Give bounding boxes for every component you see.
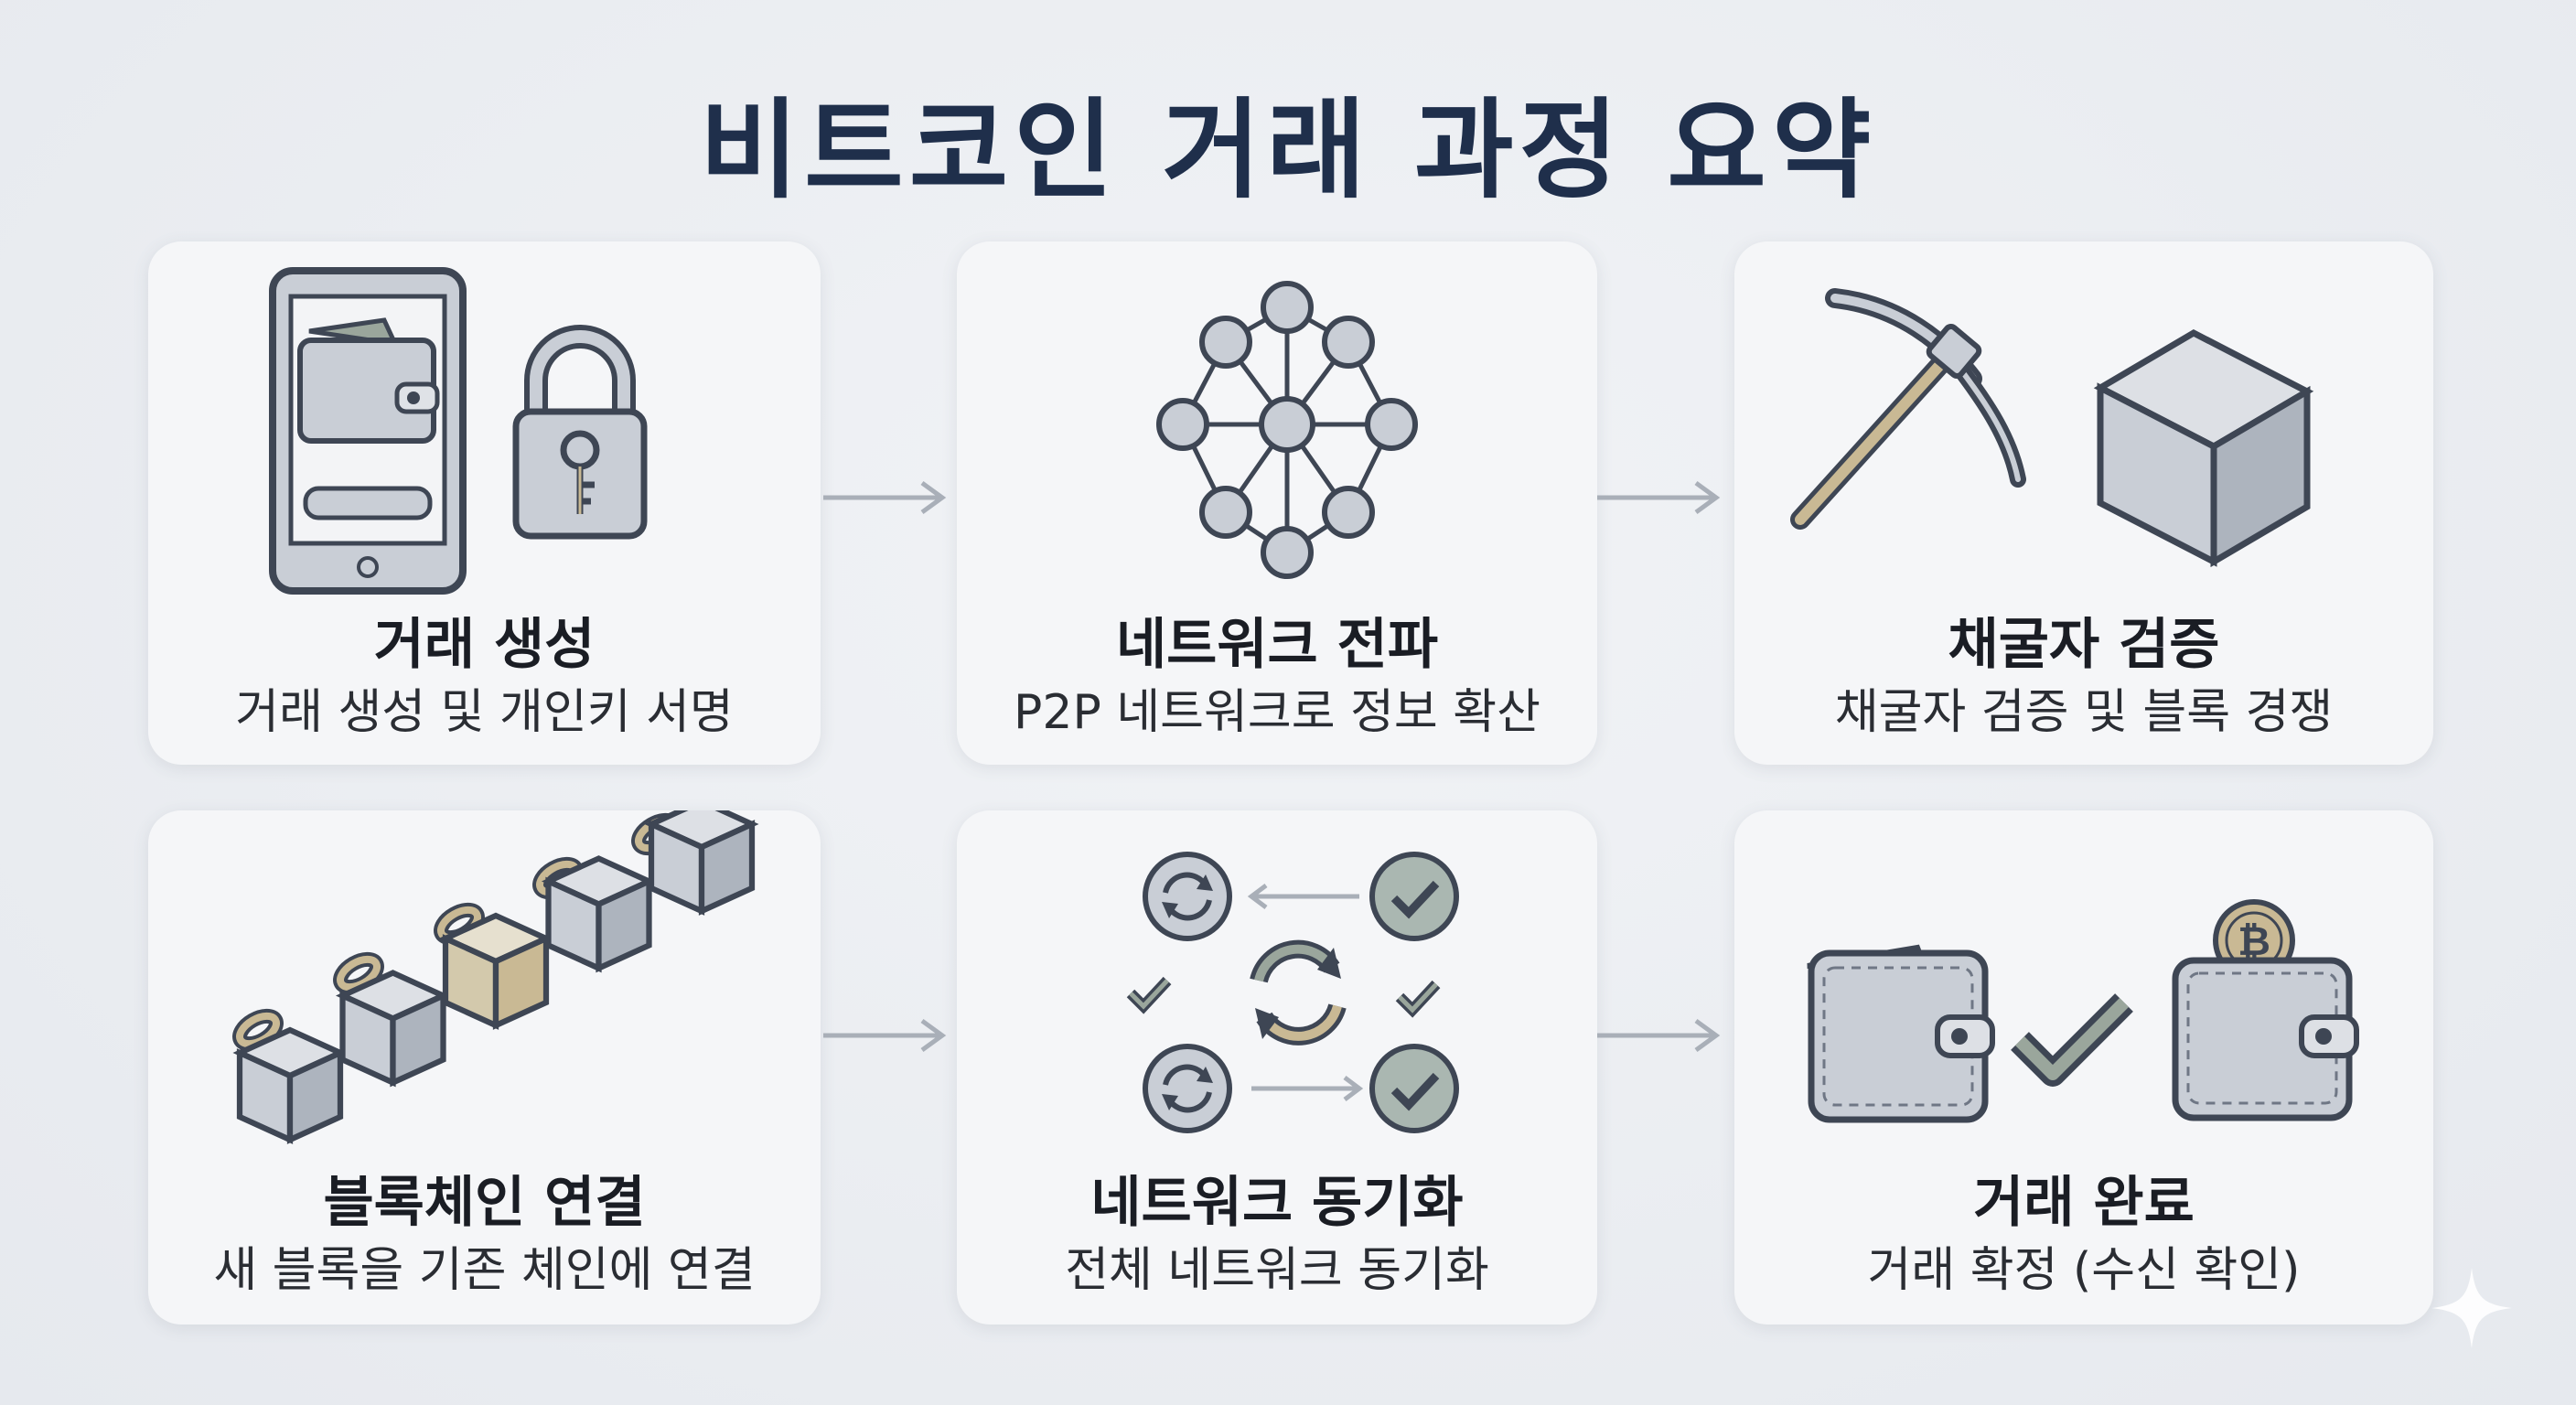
smartphone-wallet-icon [269, 267, 467, 595]
arrow-right-icon [823, 480, 947, 515]
step-card-blockchain-link: 블록체인 연결 새 블록을 기존 체인에 연결 [148, 810, 821, 1325]
step-description: 채굴자 검증 및 블록 경쟁 [1834, 685, 2334, 740]
step-title: 거래 생성 [373, 613, 596, 677]
step-description: 전체 네트워크 동기화 [1065, 1243, 1489, 1298]
step-card-miner-verification: 채굴자 검증 채굴자 검증 및 블록 경쟁 [1734, 241, 2433, 765]
step-title: 네트워크 전파 [1115, 613, 1439, 677]
step-description: P2P 네트워크로 정보 확산 [1014, 685, 1540, 740]
step-title: 채굴자 검증 [1948, 613, 2220, 677]
pickaxe-icon [1790, 288, 2026, 530]
arrow-right-icon [1597, 480, 1721, 515]
arrow-right-icon [823, 1018, 947, 1053]
step-card-create-transaction: 거래 생성 거래 생성 및 개인키 서명 [148, 241, 821, 765]
wallet-icon [1807, 944, 1995, 1123]
step-description: 거래 생성 및 개인키 서명 [235, 685, 734, 740]
network-nodes-icon [1156, 281, 1418, 579]
sync-icon [1126, 852, 1459, 1133]
page-title: 비트코인 거래 과정 요약 [699, 87, 1877, 213]
step-description: 거래 확정 (수신 확인) [1867, 1243, 2301, 1298]
step-card-transaction-complete: ₿ 거래 완료 거래 확정 (수신 확인) [1734, 810, 2433, 1325]
step-title: 네트워크 동기화 [1090, 1171, 1464, 1235]
blockchain-chain-icon [232, 810, 821, 1176]
step-title: 블록체인 연결 [323, 1171, 646, 1235]
step-card-network-sync: 네트워크 동기화 전체 네트워크 동기화 [957, 810, 1597, 1325]
sparkle-icon [2431, 1268, 2512, 1348]
step-title: 거래 완료 [1973, 1171, 2195, 1235]
step-card-network-propagation: 네트워크 전파 P2P 네트워크로 정보 확산 [957, 241, 1597, 765]
step-description: 새 블록을 기존 체인에 연결 [213, 1243, 756, 1298]
arrow-right-icon [1597, 1018, 1721, 1053]
